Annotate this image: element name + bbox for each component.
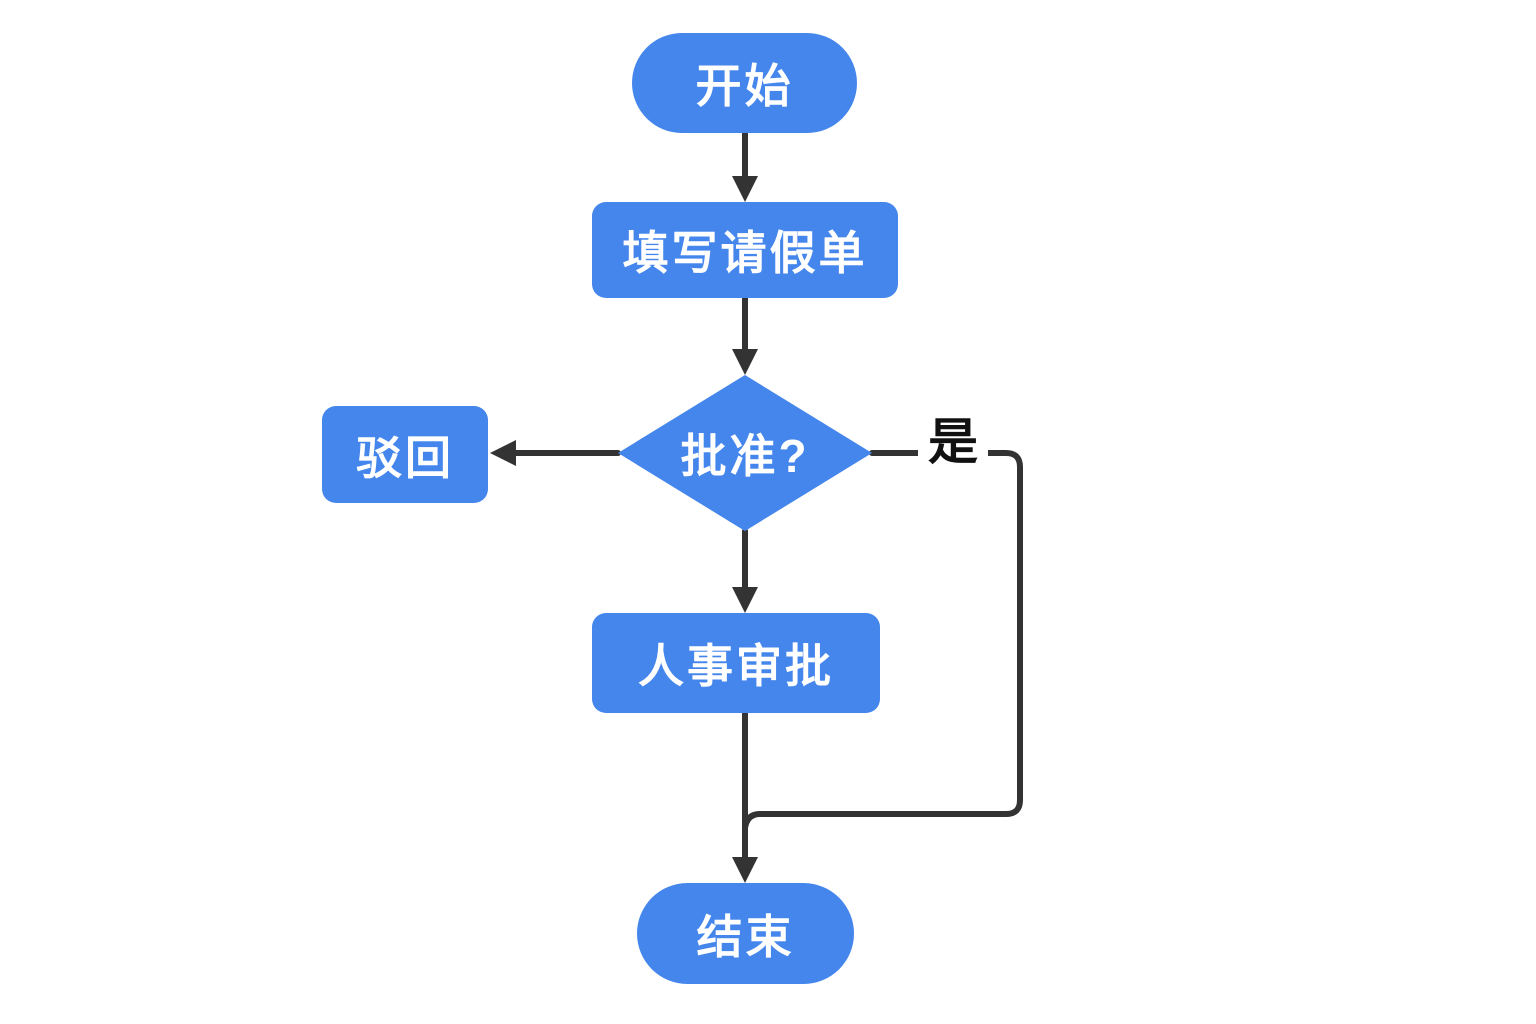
arrowhead-left-icon [490,440,516,466]
node-approve-decision: 批准? [618,375,872,531]
node-end: 结束 [637,883,854,984]
node-end-label: 结束 [696,910,795,963]
edge-label-yes: 是 [918,414,988,470]
node-hr-review: 人事审批 [592,613,880,713]
node-start: 开始 [632,33,857,133]
node-fill-form-label: 填写请假单 [622,227,868,279]
node-reject: 驳回 [322,406,488,503]
arrowhead-down-icon [732,176,758,202]
node-reject-label: 驳回 [356,431,454,484]
arrowhead-down-icon [732,349,758,375]
node-approve-label: 批准? [680,430,810,482]
arrowhead-down-icon [732,587,758,613]
node-hr-review-label: 人事审批 [638,640,834,692]
edge-approve-to-end-yes [742,450,1023,831]
node-start-label: 开始 [695,60,794,112]
node-fill-form: 填写请假单 [592,202,898,298]
arrowhead-down-icon [732,857,758,883]
